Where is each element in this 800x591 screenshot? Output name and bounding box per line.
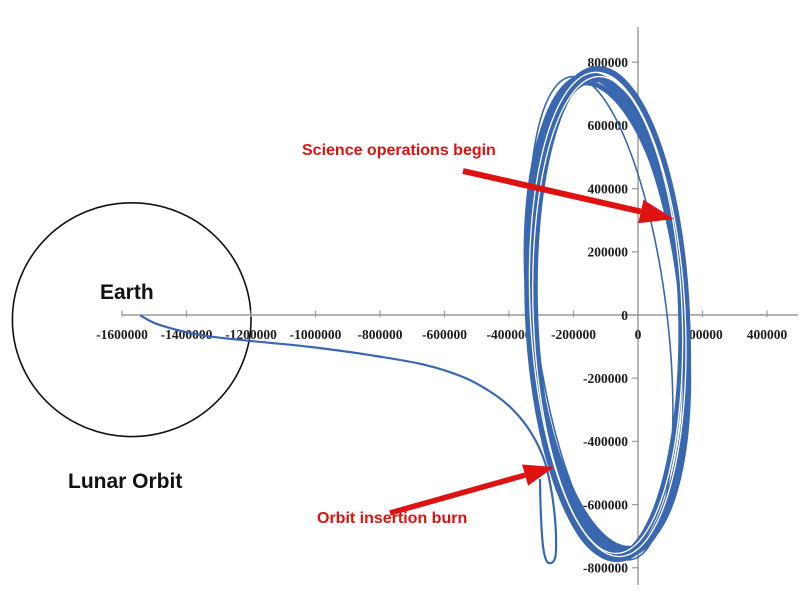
y-tick-label: -800000 <box>583 561 628 576</box>
science-operations-annotation-label: Science operations begin <box>302 142 496 159</box>
orbit_band_white_streaks-ellipse <box>528 71 687 558</box>
lunar-orbit-label: Lunar Orbit <box>68 470 183 493</box>
annotation-arrow-insertion <box>389 464 554 516</box>
x-tick-label: -1200000 <box>225 327 277 342</box>
y-tick-label: -400000 <box>583 434 628 449</box>
y-tick-label: -200000 <box>583 371 628 386</box>
orbit-insertion-annotation-label: Orbit insertion burn <box>317 510 468 527</box>
y-tick-label: -600000 <box>583 497 628 512</box>
annotation-arrow-science <box>462 168 674 224</box>
x-tick-label: -600000 <box>422 327 467 342</box>
x-tick-label: -400000 <box>487 327 532 342</box>
x-tick-label: 0 <box>635 327 642 342</box>
earth-label: Earth <box>100 281 154 304</box>
science_orbit_band-ellipse <box>532 68 684 559</box>
transfer_trajectory <box>139 314 558 565</box>
x-tick-label: -1600000 <box>96 327 148 342</box>
science-arrowhead-icon <box>638 199 674 224</box>
lunar-orbit-circle <box>11 202 252 438</box>
x-tick-label: -200000 <box>551 327 596 342</box>
x-tick-label: 200000 <box>682 327 723 342</box>
x-tick-label: 400000 <box>747 327 788 342</box>
x-tick-label: -1400000 <box>161 327 213 342</box>
y-tick-label: 400000 <box>588 181 629 196</box>
y-tick-label: 0 <box>621 308 628 323</box>
x-tick-labels: -1600000 -1400000 -1200000 -1000000 -800000 -… <box>96 310 788 342</box>
x-tick-label: -800000 <box>358 327 403 342</box>
x-tick-label: -1000000 <box>290 327 342 342</box>
orbit_band_white_streaks-ellipse <box>532 75 684 555</box>
insertion-arrowhead-icon <box>522 464 554 486</box>
insertion-arrow-shaft <box>389 472 526 516</box>
science-arrow-shaft <box>462 168 642 215</box>
y-tick-label: 200000 <box>588 245 629 260</box>
